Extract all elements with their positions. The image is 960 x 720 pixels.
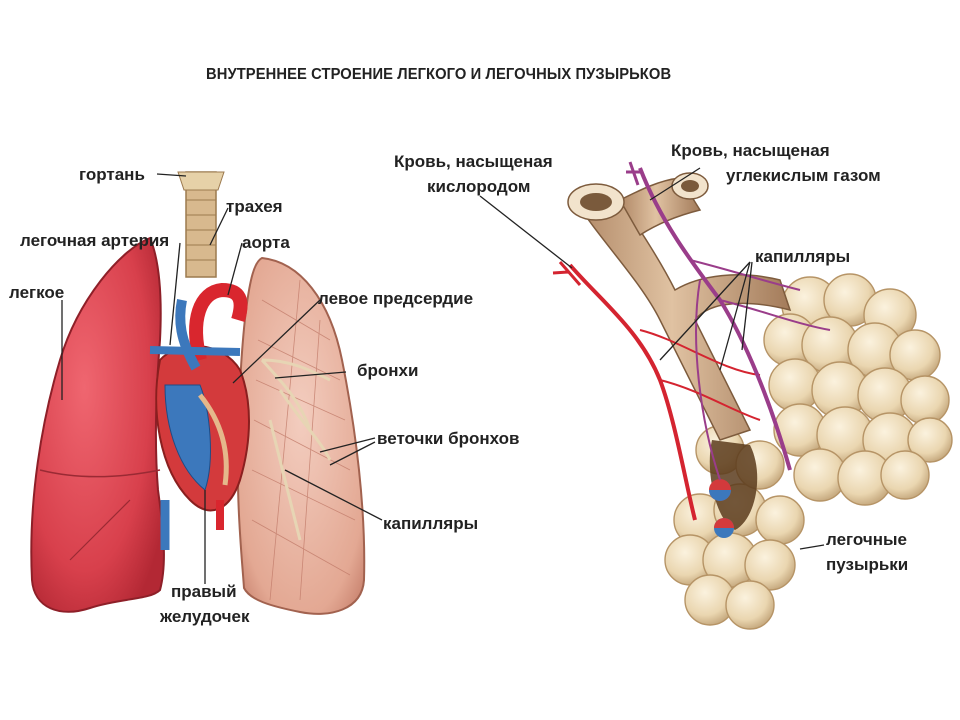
label-left-atrium: левое предсердие [318, 289, 474, 308]
aorta-shape [189, 282, 248, 362]
label-larynx: гортань [79, 165, 145, 184]
label-oxygen-blood-line2: кислородом [427, 177, 531, 196]
red-lung-shape [30, 236, 165, 613]
larynx-shape [177, 171, 225, 191]
bronchiole-tube [573, 199, 792, 441]
label-pulmonary-artery: легочная артерия [20, 231, 170, 250]
label-lung: легкое [9, 283, 65, 302]
pink-lung-shape [236, 256, 366, 615]
diagram-title: ВНУТРЕННЕЕ СТРОЕНИЕ ЛЕГКОГО И ЛЕГОЧНЫХ П… [206, 66, 672, 83]
label-right-ventricle-line1: правый [171, 582, 237, 601]
label-bronchi: бронхи [357, 361, 419, 380]
label-bronchi-branches: веточки бронхов [377, 429, 520, 448]
label-co2-blood-line1: Кровь, насыщеная [671, 141, 830, 160]
label-right-ventricle-line2: желудочек [160, 607, 250, 626]
label-capillaries-right: капилляры [755, 247, 851, 266]
label-alveoli-line1: легочные [826, 530, 907, 549]
label-trachea: трахея [226, 197, 283, 216]
alveoli-cluster [763, 273, 953, 506]
label-alveoli-line2: пузырьки [826, 555, 909, 574]
alveoli-sections [709, 440, 758, 538]
lungs-illustration [30, 171, 366, 615]
label-oxygen-blood-line1: Кровь, насыщеная [394, 152, 553, 171]
label-co2-blood-line2: углекислым газом [726, 166, 881, 185]
right-pointer-lines [479, 167, 825, 550]
left-pointer-lines [61, 173, 383, 584]
alveoli-illustration [552, 161, 953, 630]
label-aorta: аорта [242, 233, 290, 252]
label-capillaries-left: капилляры [383, 514, 479, 533]
